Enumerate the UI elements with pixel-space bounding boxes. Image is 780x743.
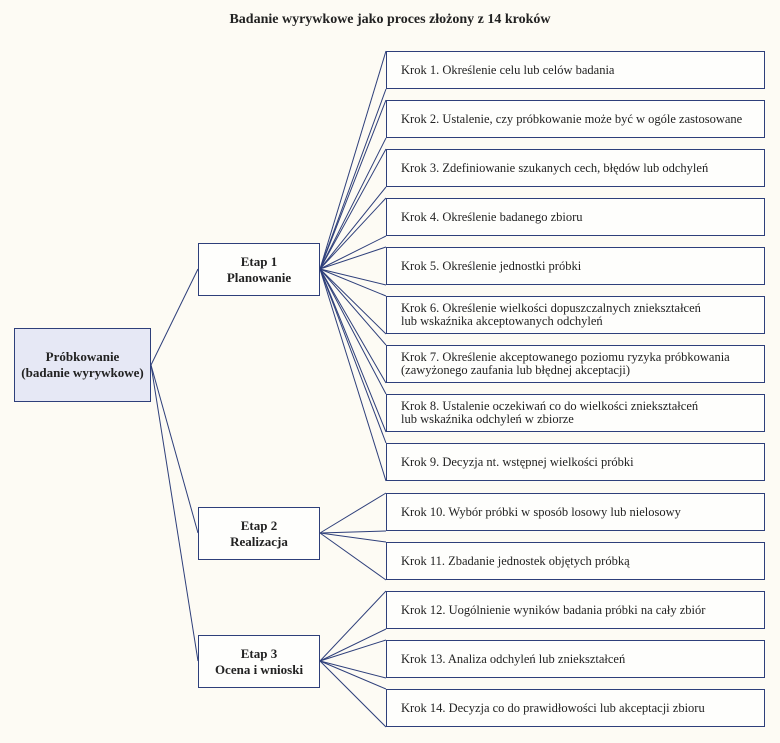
connector-root-to-stage-3 xyxy=(150,364,199,662)
step-1-box: Krok 1. Określenie celu lub celów badani… xyxy=(386,51,765,89)
connector-stage-1-to-step-1-top xyxy=(319,50,387,270)
step-14-text: Krok 14. Decyzja co do prawidłowości lub… xyxy=(401,700,705,715)
step-13-text: Krok 13. Analiza odchyleń lub zniekształ… xyxy=(401,651,626,666)
connector-stage-2-to-step-11-top xyxy=(319,532,387,543)
connector-root-to-stage-1 xyxy=(150,268,199,366)
stage-2-node: Etap 2 Realizacja xyxy=(198,507,320,560)
connector-stage-1-to-step-2-top xyxy=(319,99,387,270)
step-7-text: Krok 7. Określenie akceptowanego poziomu… xyxy=(401,350,730,377)
stage-1-label: Etap 1 xyxy=(240,253,278,269)
step-3-box: Krok 3. Zdefiniowanie szukanych cech, bł… xyxy=(386,149,765,187)
connector-stage-1-to-step-9-bottom xyxy=(319,268,387,482)
connector-stage-3-to-step-12-bottom xyxy=(319,628,387,662)
stage-3-label: Etap 3 xyxy=(240,645,278,661)
step-1-text: Krok 1. Określenie celu lub celów badani… xyxy=(401,62,615,77)
connector-stage-1-to-step-3-bottom xyxy=(319,186,387,270)
connector-stage-2-to-step-10-bottom xyxy=(319,530,387,534)
connector-stage-1-to-step-6-top xyxy=(319,268,387,297)
connector-stage-1-to-step-8-bottom xyxy=(319,268,387,433)
stage-1-node: Etap 1 Planowanie xyxy=(198,243,320,296)
step-11-box: Krok 11. Zbadanie jednostek objętych pró… xyxy=(386,542,765,580)
stage-2-name: Realizacja xyxy=(230,533,288,549)
step-2-text: Krok 2. Ustalenie, czy próbkowanie może … xyxy=(401,111,743,126)
step-9-text: Krok 9. Decyzja nt. wstępnej wielkości p… xyxy=(401,454,634,469)
connector-root-to-stage-2 xyxy=(150,364,199,534)
step-5-box: Krok 5. Określenie jednostki próbki xyxy=(386,247,765,285)
connector-stage-1-to-step-9-top xyxy=(319,268,387,444)
step-4-box: Krok 4. Określenie badanego zbioru xyxy=(386,198,765,236)
connector-stage-3-to-step-13-bottom xyxy=(319,660,387,679)
stage-3-node: Etap 3 Ocena i wnioski xyxy=(198,635,320,688)
connector-stage-1-to-step-5-top xyxy=(319,246,387,270)
step-8-text: Krok 8. Ustalenie oczekiwań co do wielko… xyxy=(401,399,699,426)
step-6-text: Krok 6. Określenie wielkości dopuszczaln… xyxy=(401,301,701,328)
stage-2-label: Etap 2 xyxy=(240,517,278,533)
connector-stage-2-to-step-10-top xyxy=(319,492,387,534)
step-12-box: Krok 12. Uogólnienie wyników badania pró… xyxy=(386,591,765,629)
step-6-box: Krok 6. Określenie wielkości dopuszczaln… xyxy=(386,296,765,334)
connector-stage-1-to-step-3-top xyxy=(319,148,387,270)
step-10-box: Krok 10. Wybór próbki w sposób losowy lu… xyxy=(386,493,765,531)
connector-stage-1-to-step-5-bottom xyxy=(319,268,387,286)
step-9-box: Krok 9. Decyzja nt. wstępnej wielkości p… xyxy=(386,443,765,481)
connector-stage-1-to-step-7-top xyxy=(319,268,387,346)
root-label-line1: Próbkowanie xyxy=(45,349,120,364)
step-8-box: Krok 8. Ustalenie oczekiwań co do wielko… xyxy=(386,394,765,432)
step-14-box: Krok 14. Decyzja co do prawidłowości lub… xyxy=(386,689,765,727)
step-12-text: Krok 12. Uogólnienie wyników badania pró… xyxy=(401,602,706,617)
connector-stage-3-to-step-13-top xyxy=(319,639,387,662)
step-10-text: Krok 10. Wybór próbki w sposób losowy lu… xyxy=(401,504,681,519)
connector-stage-1-to-step-7-bottom xyxy=(319,268,387,384)
root-node-probkowanie: Próbkowanie (badanie wyrywkowe) xyxy=(14,328,151,402)
step-7-box: Krok 7. Określenie akceptowanego poziomu… xyxy=(386,345,765,383)
step-3-text: Krok 3. Zdefiniowanie szukanych cech, bł… xyxy=(401,160,709,175)
step-5-text: Krok 5. Określenie jednostki próbki xyxy=(401,258,582,273)
connector-stage-1-to-step-1-bottom xyxy=(319,88,387,270)
step-2-box: Krok 2. Ustalenie, czy próbkowanie może … xyxy=(386,100,765,138)
connector-stage-3-to-step-14-top xyxy=(319,660,387,690)
connector-stage-1-to-step-6-bottom xyxy=(319,268,387,335)
step-13-box: Krok 13. Analiza odchyleń lub zniekształ… xyxy=(386,640,765,678)
connector-stage-3-to-step-12-top xyxy=(319,590,387,662)
stage-3-name: Ocena i wnioski xyxy=(214,661,304,677)
connector-stage-2-to-step-11-bottom xyxy=(319,532,387,581)
step-4-text: Krok 4. Określenie badanego zbioru xyxy=(401,209,583,224)
connector-stage-1-to-step-4-bottom xyxy=(319,235,387,270)
connector-stage-3-to-step-14-bottom xyxy=(319,660,387,728)
diagram-title: Badanie wyrywkowe jako proces złożony z … xyxy=(229,12,551,27)
connector-stage-1-to-step-8-top xyxy=(319,268,387,395)
stage-1-name: Planowanie xyxy=(226,269,292,285)
connector-stage-1-to-step-2-bottom xyxy=(319,137,387,270)
step-11-text: Krok 11. Zbadanie jednostek objętych pró… xyxy=(401,553,630,568)
connector-stage-1-to-step-4-top xyxy=(319,197,387,270)
root-label-line2: (badanie wyrywkowe) xyxy=(21,365,144,380)
